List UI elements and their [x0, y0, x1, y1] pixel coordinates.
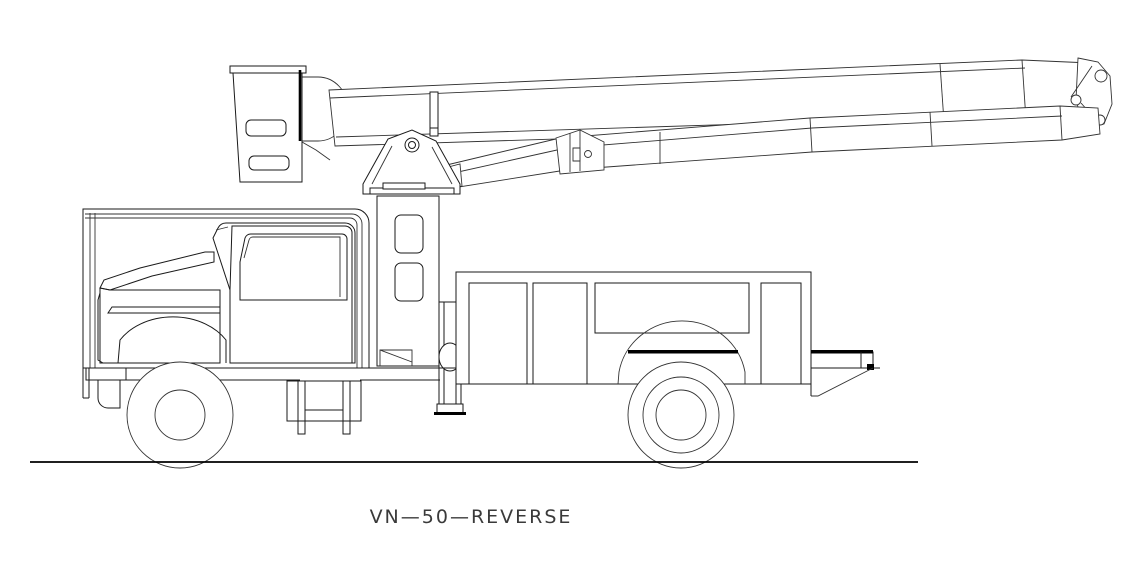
lower-boom-top-edge-inner [440, 116, 1062, 176]
cab-hood-top [100, 252, 214, 290]
turret-pivot-bearing-inner [409, 142, 416, 149]
boom-tip-pivot-hole-1 [1095, 70, 1107, 82]
cab-windshield-sweep [216, 227, 228, 230]
boom-tip-pivot-hole-2 [1071, 95, 1081, 105]
cab-inner-outline-2 [85, 218, 357, 368]
rear-wheel-hub [656, 390, 706, 440]
fuel-tank-assembly [287, 381, 361, 434]
front-wheel-hub [155, 390, 205, 440]
bucket-center-panel [246, 120, 286, 136]
fuel-tank-body [287, 381, 361, 421]
lower-boom-body [434, 106, 1100, 190]
bucket-top-rim [230, 66, 306, 73]
turret-inner-ribs [372, 146, 452, 184]
cab-door-window [240, 234, 347, 300]
utility-compartment-vertical-2 [533, 283, 587, 384]
pedestal-diagonal [380, 350, 412, 362]
cab-front-valance [98, 380, 120, 408]
pedestal-upper-panel [395, 215, 423, 253]
upper-boom-cylinder-pin [430, 92, 438, 136]
lower-boom-lug-hole [585, 151, 592, 158]
utility-compartment-horizontal-top [595, 283, 749, 333]
pedestal-lower-panel [395, 263, 423, 301]
cab-inner-outline-1 [85, 214, 362, 368]
rear-hitch-ball-block [867, 364, 874, 370]
front-wheel-assembly [127, 362, 233, 468]
utility-rear-fender-arch [618, 321, 745, 384]
cab-front-fender-arch [118, 317, 226, 363]
outrigger-foot-collar [437, 404, 463, 413]
utility-compartment-vertical-1 [469, 283, 527, 384]
cab-door [230, 226, 352, 363]
lower-boom-section-split-2 [930, 106, 1062, 146]
rear-tow-bar [811, 352, 873, 368]
lower-boom-section-split-1 [660, 118, 812, 164]
cab-hood-side [100, 288, 220, 363]
cab-front-bumper [86, 368, 126, 380]
bucket-lower-link [302, 142, 330, 160]
turret-base-boss [383, 183, 425, 189]
fuel-tank-strap-2-leg [343, 421, 350, 434]
cab-grille-line [108, 307, 220, 313]
cab-assembly [83, 209, 369, 408]
boom-tip-strut-upper [1071, 66, 1092, 97]
outrigger-foot-pad [434, 412, 466, 415]
utility-body-assembly [456, 272, 811, 384]
bucket-step-notch [249, 156, 289, 170]
cab-body-profile [213, 223, 355, 363]
rear-wheel-assembly [628, 362, 734, 468]
cab-door-window-inner [244, 237, 340, 297]
turret-assembly [363, 130, 460, 194]
cab-front-face [98, 293, 103, 363]
rear-diagonal-brace [811, 368, 873, 396]
drawing-caption: VN—50—REVERSE [370, 506, 573, 528]
pedestal-lower-brace [380, 350, 412, 366]
upper-boom-top-edge-inner [330, 68, 1025, 98]
lower-boom-lug-slot [573, 148, 580, 161]
rear-hitch-assembly [811, 350, 874, 396]
rear-tow-bar-top-plate [811, 350, 873, 354]
fuel-tank-strap-1-leg [298, 421, 305, 434]
pedestal-assembly [377, 196, 439, 366]
utility-compartment-rear [761, 283, 801, 384]
utility-rear-fender-lip [628, 350, 738, 354]
